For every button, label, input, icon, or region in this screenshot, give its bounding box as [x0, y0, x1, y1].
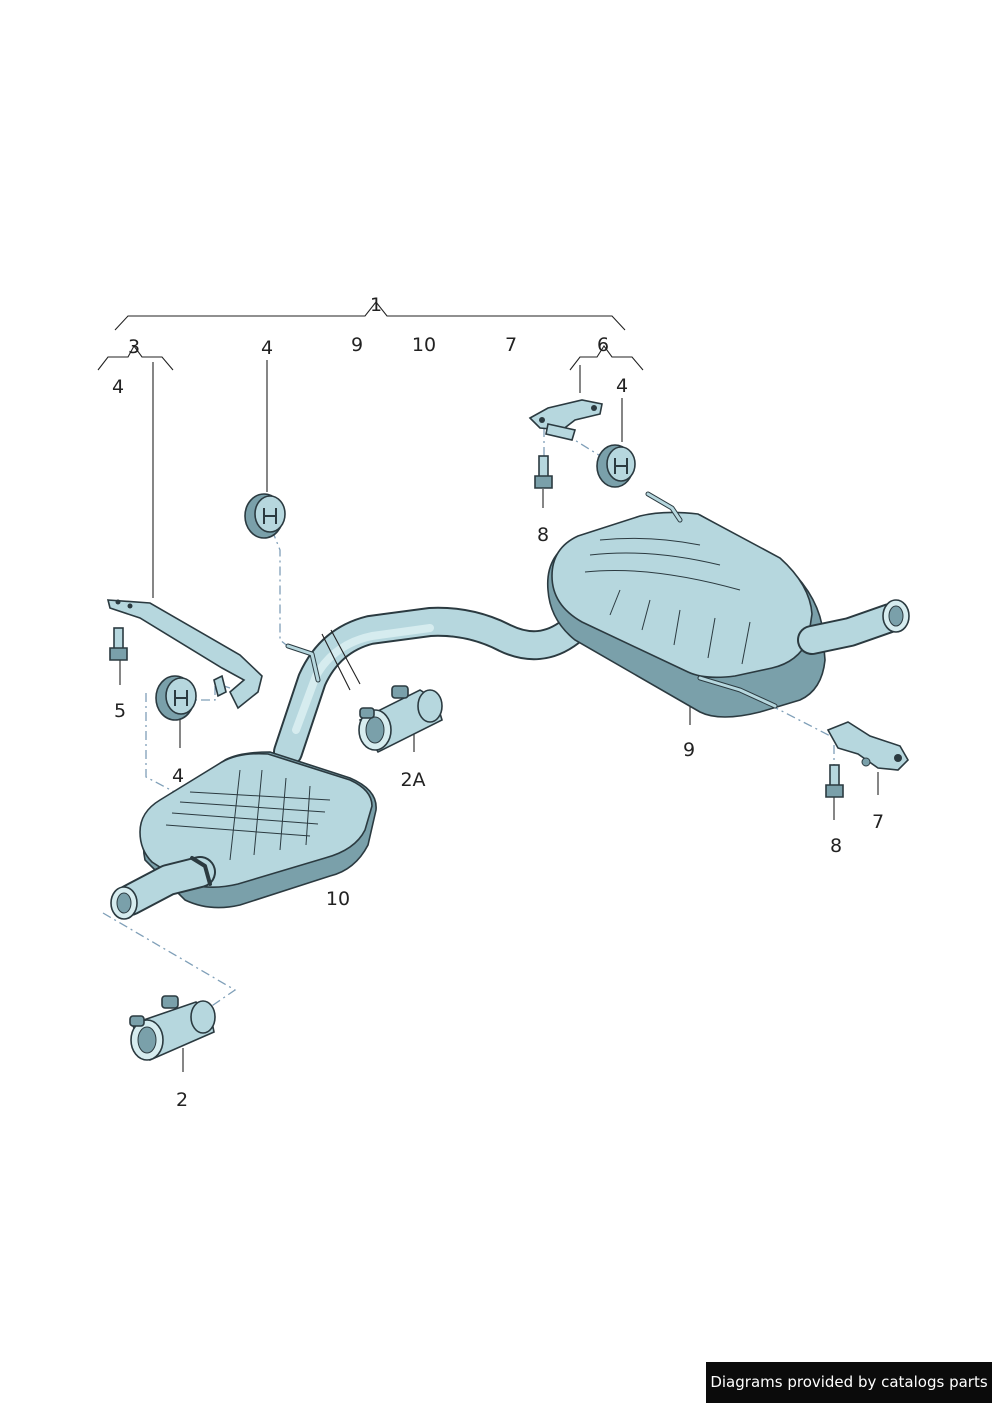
rear-bracket-upper	[528, 399, 603, 441]
clamp-2	[129, 995, 216, 1062]
label-8-upper: 8	[537, 524, 549, 546]
label-5: 5	[114, 700, 126, 722]
clamp-2a	[358, 685, 443, 754]
rubber-mount-upper-right	[596, 444, 636, 488]
label-3: 3	[128, 336, 140, 358]
part-labels: 1 3 4 4 9 10 7 6 4 8 5 4 2A 9 7 8 10 2	[112, 294, 884, 1111]
front-silencer	[110, 751, 377, 920]
bolt-8-upper	[534, 455, 553, 489]
bolt-5	[109, 627, 128, 661]
label-10: 10	[326, 888, 350, 910]
front-bracket	[106, 599, 263, 710]
label-7: 7	[872, 811, 884, 833]
bracket-group-1	[114, 301, 626, 331]
label-9: 9	[683, 739, 695, 761]
label-2: 2	[176, 1089, 188, 1111]
credit-banner: Diagrams provided by catalogs parts	[706, 1362, 992, 1403]
bracket-group-6	[569, 345, 644, 393]
label-8-lower: 8	[830, 835, 842, 857]
bracket-group-3	[97, 344, 174, 598]
connecting-pipe	[273, 606, 585, 767]
label-6: 6	[597, 334, 609, 356]
label-4-far-left: 4	[112, 376, 124, 398]
label-4-lower-left: 4	[172, 765, 184, 787]
rear-silencer	[546, 491, 910, 718]
assembly-lines	[102, 428, 843, 1015]
rubber-mount-upper-left	[244, 493, 286, 539]
label-4-upper-left: 4	[261, 337, 273, 359]
label-9-top: 9	[351, 334, 363, 356]
label-4-upper-right: 4	[616, 375, 628, 397]
label-10-top: 10	[412, 334, 436, 356]
rubber-mount-lower-left	[155, 675, 197, 721]
label-1: 1	[370, 294, 382, 316]
label-2a: 2A	[400, 769, 425, 791]
bolt-8-lower	[825, 764, 844, 798]
leader-lines	[119, 360, 879, 1072]
label-7-top: 7	[505, 334, 517, 356]
rear-bracket-lower	[826, 721, 909, 771]
